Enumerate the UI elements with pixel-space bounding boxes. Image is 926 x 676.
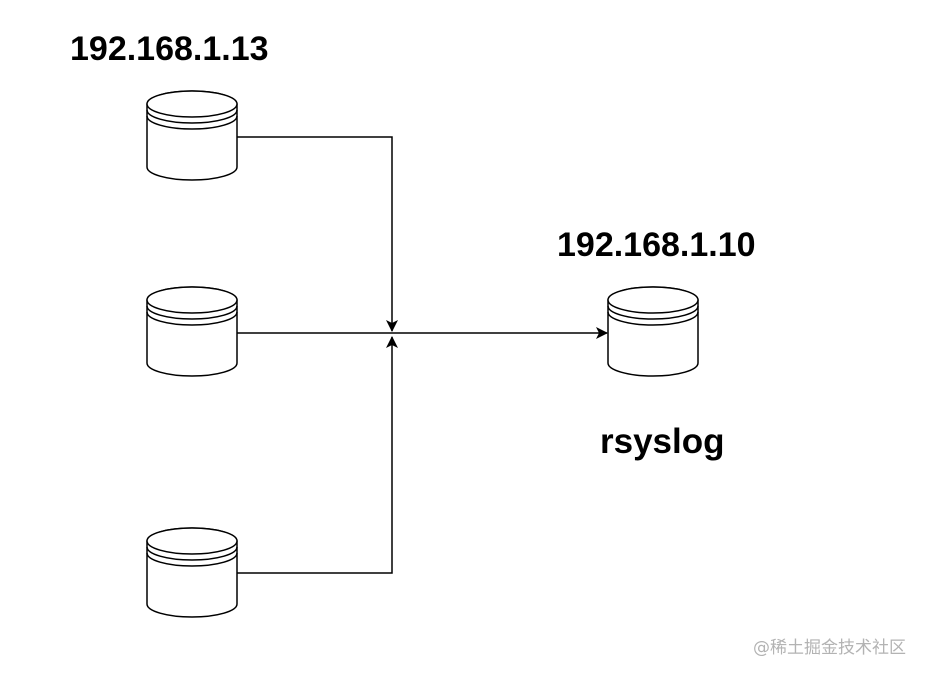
connector-source-1: [237, 136, 398, 332]
service-label: rsyslog: [600, 422, 725, 461]
database-icon-target: [607, 286, 699, 377]
database-icon-source-1: [146, 90, 238, 181]
source-ip-label: 192.168.1.13: [70, 30, 269, 68]
database-icon-source-2: [146, 286, 238, 377]
watermark-text: @稀土掘金技术社区: [753, 638, 906, 658]
connector-source-3: [237, 336, 398, 574]
target-ip-label: 192.168.1.10: [557, 226, 756, 264]
database-icon-source-3: [146, 527, 238, 618]
